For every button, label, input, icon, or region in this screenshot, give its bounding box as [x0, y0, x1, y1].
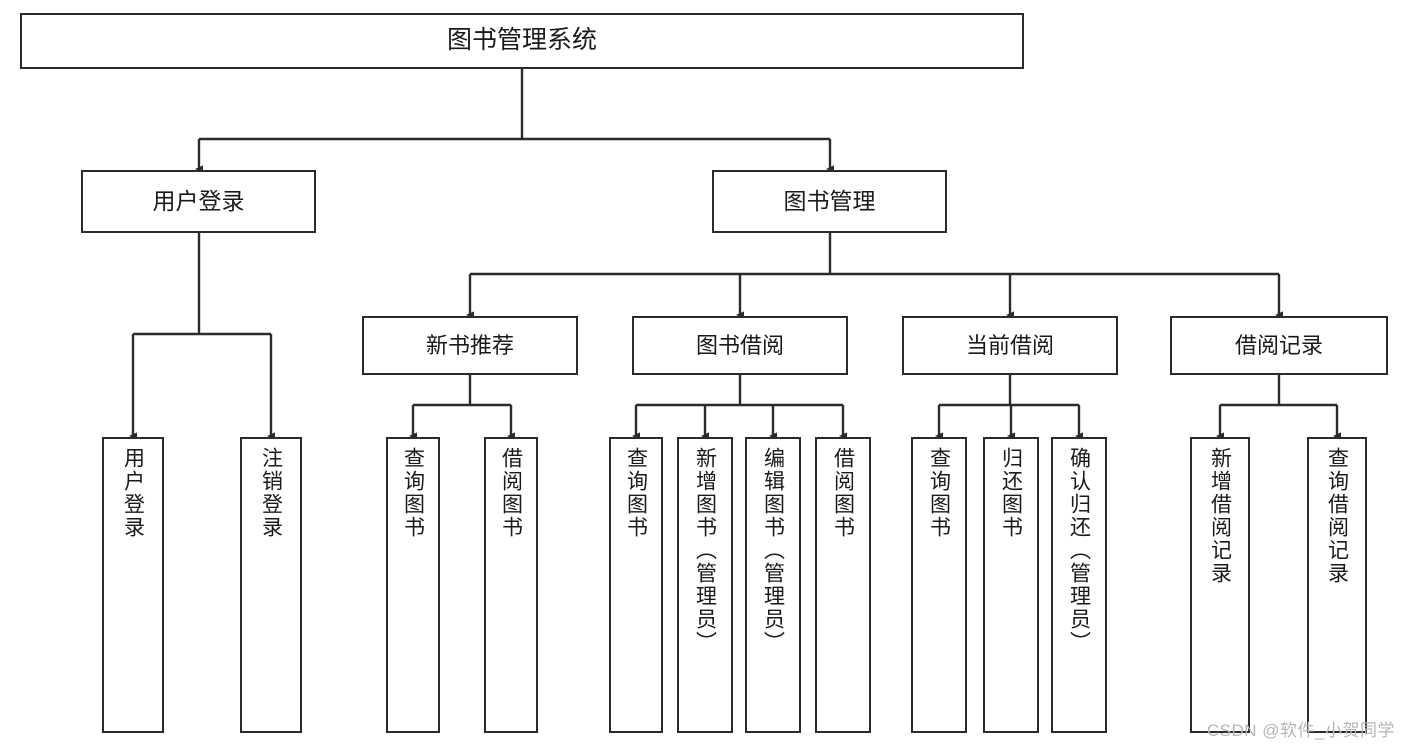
node-label: 归还图书: [999, 447, 1023, 539]
node-leaf-query-record[interactable]: 查询借阅记录: [1307, 437, 1367, 733]
node-label: 注销登录: [259, 447, 283, 539]
node-label: 新书推荐: [425, 332, 514, 358]
node-leaf-query-book-2[interactable]: 查询图书: [609, 437, 663, 733]
node-user-login[interactable]: 用户登录: [81, 170, 316, 233]
node-label: 当前借阅: [965, 332, 1054, 358]
node-label: 编辑图书（管理员）: [761, 447, 785, 654]
node-label: 借阅图书: [499, 447, 523, 539]
node-leaf-add-book[interactable]: 新增图书（管理员）: [677, 437, 733, 733]
node-label: 查询图书: [927, 447, 951, 539]
node-label: 借阅记录: [1234, 332, 1323, 358]
node-root[interactable]: 图书管理系统: [20, 13, 1024, 69]
node-label: 图书管理系统: [446, 26, 597, 55]
node-leaf-query-book-1[interactable]: 查询图书: [386, 437, 440, 733]
node-leaf-add-record[interactable]: 新增借阅记录: [1190, 437, 1250, 733]
node-leaf-edit-book[interactable]: 编辑图书（管理员）: [745, 437, 801, 733]
node-label: 查询借阅记录: [1325, 447, 1349, 585]
connector-lines: [129, 69, 1342, 440]
node-label: 确认归还（管理员）: [1067, 447, 1091, 654]
node-book-manage[interactable]: 图书管理: [712, 170, 947, 233]
node-new-book-rec[interactable]: 新书推荐: [362, 316, 578, 375]
node-leaf-return-book[interactable]: 归还图书: [983, 437, 1039, 733]
node-label: 图书借阅: [695, 332, 784, 358]
node-label: 图书管理: [783, 187, 876, 214]
node-current-borrow[interactable]: 当前借阅: [902, 316, 1118, 375]
node-label: 新增图书（管理员）: [693, 447, 717, 654]
node-leaf-user-login[interactable]: 用户登录: [102, 437, 164, 733]
node-label: 新增借阅记录: [1208, 447, 1232, 585]
node-label: 用户登录: [121, 447, 145, 539]
node-leaf-query-book-3[interactable]: 查询图书: [911, 437, 967, 733]
node-label: 借阅图书: [831, 447, 855, 539]
node-leaf-borrow-book-2[interactable]: 借阅图书: [815, 437, 871, 733]
node-leaf-borrow-book-1[interactable]: 借阅图书: [484, 437, 538, 733]
node-label: 查询图书: [624, 447, 648, 539]
node-borrow-record[interactable]: 借阅记录: [1170, 316, 1388, 375]
node-leaf-logout[interactable]: 注销登录: [240, 437, 302, 733]
node-label: 查询图书: [401, 447, 425, 539]
node-leaf-confirm-return[interactable]: 确认归还（管理员）: [1051, 437, 1107, 733]
node-book-borrow[interactable]: 图书借阅: [632, 316, 848, 375]
node-label: 用户登录: [152, 187, 245, 214]
